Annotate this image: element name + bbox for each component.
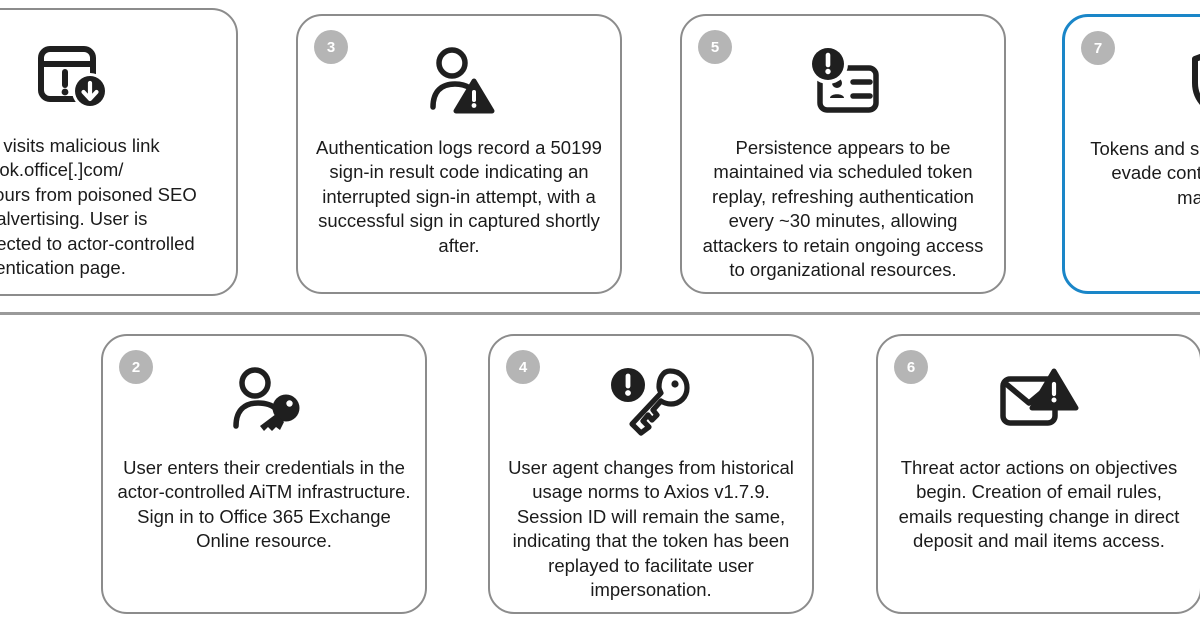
browser-alert-download-icon: [35, 36, 111, 122]
step-number-badge: 4: [506, 350, 540, 384]
row-divider: [0, 312, 1200, 315]
flow-card-text: Authentication logs record a 50199 sign-…: [316, 137, 602, 256]
step-number-badge: 2: [119, 350, 153, 384]
step-number-badge: 6: [894, 350, 928, 384]
person-alert-icon: [422, 38, 496, 124]
shield-icon: [1189, 39, 1200, 125]
flow-card-5[interactable]: 5 Persistence appears to be maintained v…: [680, 14, 1006, 294]
id-badge-alert-icon: [804, 38, 882, 124]
flow-card-text: Persistence appears to be maintained via…: [702, 137, 984, 281]
flow-card-3[interactable]: 3 Authentication logs record a 50199 sig…: [296, 14, 622, 294]
flow-card-6[interactable]: 6 Threat actor actions on objectives beg…: [876, 334, 1200, 614]
step-number-badge: 5: [698, 30, 732, 64]
step-number-badge: 3: [314, 30, 348, 64]
person-key-icon: [226, 358, 302, 444]
flow-card-text: Tokens and sessions are used to evade co…: [1090, 138, 1200, 208]
flow-card-text: Threat actor actions on objectives begin…: [898, 457, 1180, 552]
flow-card-text: User enters their credentials in the act…: [117, 457, 411, 552]
flow-card-7[interactable]: 7 Tokens and sessions are used to evade …: [1062, 14, 1200, 294]
flow-card-1[interactable]: 1 User visits malicious link outlook.off…: [0, 8, 238, 296]
flow-card-text: User agent changes from historical usage…: [508, 457, 794, 601]
flow-card-2[interactable]: 2 User enters their credentials in the a…: [101, 334, 427, 614]
mail-alert-icon: [998, 358, 1080, 444]
flow-card-text: User visits malicious link outlook.offic…: [0, 135, 197, 279]
key-alert-icon: [608, 358, 694, 444]
flow-card-4[interactable]: 4 User agent changes from historical usa…: [488, 334, 814, 614]
step-number-badge: 7: [1081, 31, 1115, 65]
